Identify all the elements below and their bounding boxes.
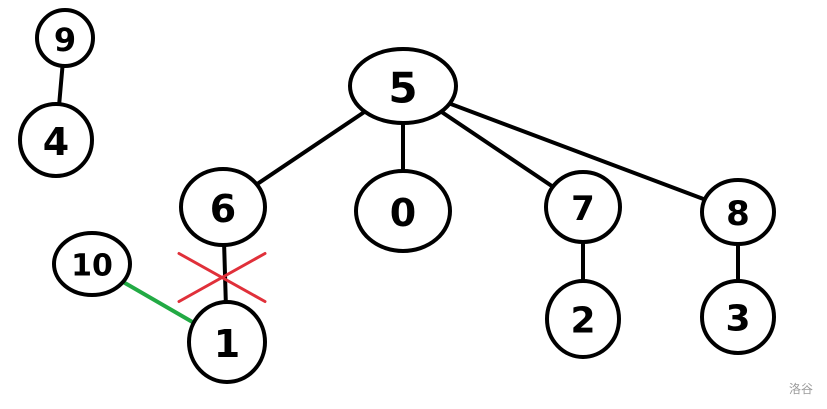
watermark-text: 洛谷	[788, 382, 813, 396]
node-circle	[544, 170, 622, 244]
node-circle	[18, 102, 94, 178]
node-label: 6	[210, 187, 236, 231]
cross-mark-layer	[177, 252, 267, 303]
node-6: 6	[179, 167, 267, 247]
edge-n5-n8	[401, 84, 740, 214]
node-label: 10	[71, 249, 113, 284]
node-label: 4	[43, 120, 69, 164]
node-circle	[354, 169, 452, 253]
node-1: 1	[187, 300, 267, 384]
node-label: 7	[571, 189, 595, 229]
node-10: 10	[52, 231, 132, 297]
node-circle	[700, 279, 776, 355]
node-circle	[187, 300, 267, 384]
node-circle	[545, 279, 621, 359]
node-0: 0	[354, 169, 452, 253]
node-circle	[179, 167, 267, 247]
node-5: 5	[348, 47, 458, 125]
node-3: 3	[700, 279, 776, 355]
node-label: 5	[388, 64, 417, 113]
node-label: 0	[390, 191, 416, 235]
node-label: 8	[726, 194, 750, 234]
node-circle	[348, 47, 458, 125]
node-label: 9	[54, 21, 76, 59]
node-circle	[35, 8, 95, 68]
node-circle	[700, 178, 776, 246]
node-9: 9	[35, 8, 95, 68]
node-7: 7	[544, 170, 622, 244]
node-8: 8	[700, 178, 776, 246]
node-label: 2	[570, 301, 595, 342]
cross-mark-icon	[177, 252, 267, 303]
node-circle	[52, 231, 132, 297]
node-label: 1	[214, 322, 240, 366]
node-4: 4	[18, 102, 94, 178]
node-label: 3	[725, 299, 750, 340]
cross-stroke-2	[177, 252, 267, 303]
node-2: 2	[545, 279, 621, 359]
